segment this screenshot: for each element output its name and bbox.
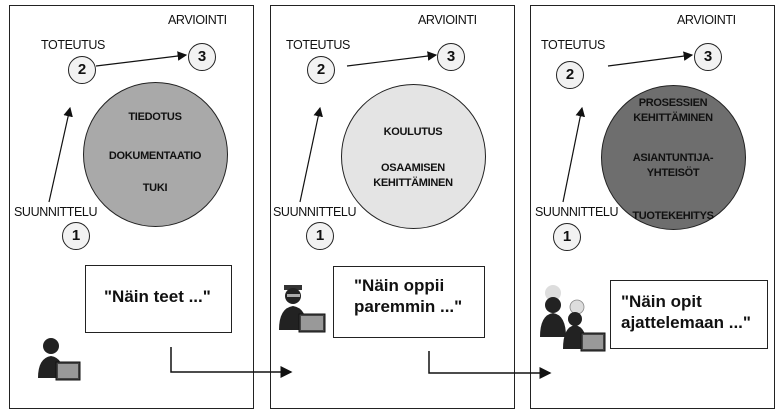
person-icon [38, 338, 81, 381]
arrow-icon [299, 106, 323, 203]
suunnittelu-label: SUUNNITTELU [14, 205, 98, 219]
circle-item: ASIANTUNTIJA- [632, 152, 714, 164]
toteutus-label: TOTEUTUS [41, 38, 105, 52]
circle-item: DOKUMENTAATIO [108, 150, 202, 162]
circle-item: KEHITTÄMINEN [633, 112, 713, 124]
circle-item: TUKI [142, 182, 168, 194]
quote-line: "Näin opit [621, 292, 702, 311]
step-3-badge: 3 [188, 43, 216, 71]
quote-line: "Näin oppii [354, 276, 445, 295]
circle-item: PROSESSIEN [638, 97, 708, 109]
suunnittelu-label: SUUNNITTELU [535, 205, 619, 219]
arrow-icon [170, 347, 293, 378]
arrow-icon [562, 106, 586, 203]
quote-line: paremmin ..." [354, 297, 463, 316]
circle-item: KOULUTUS [383, 126, 443, 138]
arviointi-label: ARVIOINTI [677, 13, 736, 27]
quote-box: "Näin teet ..." [85, 265, 232, 333]
focus-circle [601, 85, 746, 230]
circle-item: TIEDOTUS [128, 111, 182, 123]
step-2-badge: 2 [556, 61, 584, 89]
focus-circle [341, 84, 486, 229]
suunnittelu-label: SUUNNITTELU [273, 205, 357, 219]
step-2-badge: 2 [307, 56, 335, 84]
toteutus-label: TOTEUTUS [286, 38, 350, 52]
step-1-badge: 1 [553, 223, 581, 251]
quote-line: ajattelemaan ..." [621, 313, 751, 332]
step-3-badge: 3 [437, 43, 465, 71]
arviointi-label: ARVIOINTI [418, 13, 477, 27]
step-1-badge: 1 [306, 222, 334, 250]
quote-box: "Näin oppii paremmin ..." [333, 266, 485, 338]
focus-circle [83, 82, 228, 227]
arrow-icon [346, 51, 438, 67]
step-1-badge: 1 [62, 222, 90, 250]
arviointi-label: ARVIOINTI [168, 13, 227, 27]
arrow-icon [48, 106, 73, 203]
step-2-badge: 2 [68, 56, 96, 84]
arrow-icon [607, 51, 694, 67]
circle-item: YHTEISÖT [646, 167, 700, 179]
circle-item: KEHITTÄMINEN [373, 177, 453, 189]
toteutus-label: TOTEUTUS [541, 38, 605, 52]
step-3-badge: 3 [694, 43, 722, 71]
quote-line: "Näin teet ..." [104, 287, 211, 306]
person-icon [279, 285, 326, 333]
quote-box: "Näin opit ajattelemaan ..." [610, 280, 768, 349]
arrow-icon [95, 51, 188, 67]
circle-item: OSAAMISEN [381, 162, 445, 174]
person-icon [540, 285, 606, 352]
circle-item: TUOTEKEHITYS [632, 210, 714, 222]
arrow-icon [428, 351, 552, 379]
